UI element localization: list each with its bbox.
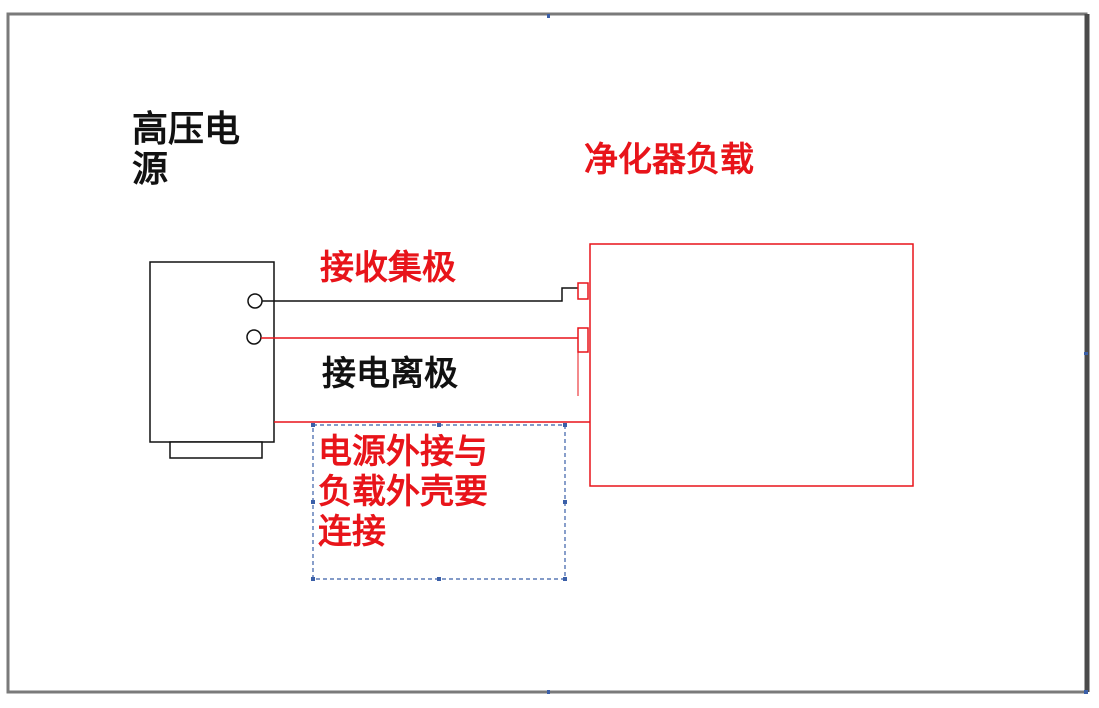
- page-marker-corner: [1084, 690, 1088, 694]
- collector-connector: [577, 282, 589, 300]
- ionizer-terminal: [246, 329, 262, 345]
- handle-middle-right[interactable]: [563, 500, 567, 504]
- handle-top-middle[interactable]: [437, 423, 441, 427]
- purifier-load-box: [589, 243, 914, 487]
- handle-middle-left[interactable]: [311, 500, 315, 504]
- handle-bottom-right[interactable]: [563, 577, 567, 581]
- handle-top-left[interactable]: [311, 423, 315, 427]
- handle-top-right[interactable]: [563, 423, 567, 427]
- ionizer-label: 接电离极: [322, 354, 458, 394]
- power-supply-box: [149, 261, 275, 443]
- ionizer-connector: [577, 327, 589, 353]
- collector-label: 接收集极: [320, 248, 456, 288]
- handle-bottom-left[interactable]: [311, 577, 315, 581]
- power-supply-base: [169, 441, 263, 459]
- page-marker-right: [1084, 352, 1088, 355]
- page-marker-bottom: [547, 690, 550, 694]
- shell-connection-note[interactable]: 电源外接与 负载外壳要 连接: [318, 432, 488, 552]
- collector-terminal: [247, 293, 263, 309]
- power-supply-label: 高压电 源: [132, 109, 241, 190]
- load-label: 净化器负载: [584, 140, 754, 180]
- page-marker-top: [547, 14, 550, 18]
- selection-handles[interactable]: [311, 423, 567, 581]
- handle-bottom-middle[interactable]: [437, 577, 441, 581]
- collector-wire: [262, 287, 578, 302]
